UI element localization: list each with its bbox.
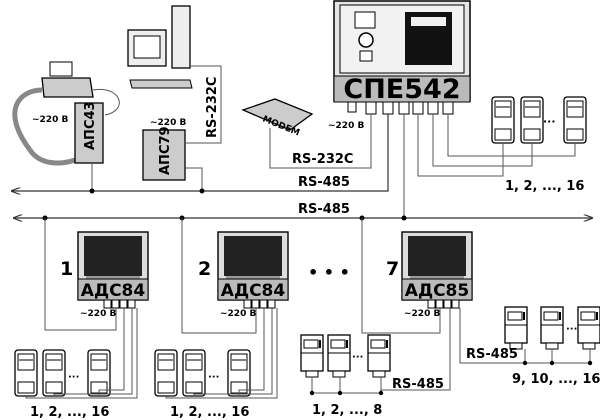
svg-text:1, 2, ..., 8: 1, 2, ..., 8 — [312, 403, 382, 418]
meter-icon — [491, 96, 515, 144]
modem: MODEM — [241, 98, 314, 138]
svg-text:АДС84: АДС84 — [81, 281, 146, 301]
svg-text:7: 7 — [386, 258, 399, 280]
svg-text:~220 В: ~220 В — [220, 309, 256, 319]
spe542-controller: СПЕ542 — [333, 0, 471, 115]
svg-text:1, 2, ..., 16: 1, 2, ..., 16 — [170, 405, 249, 420]
aps43-adapter — [74, 102, 104, 164]
meter-icon — [520, 96, 544, 144]
power-label: ~220 В — [32, 115, 68, 125]
meter-icon — [563, 96, 587, 144]
ads84-adapter-2: АДС84 2 ~220 В ··· 1, 2, ..., 16 — [154, 218, 289, 420]
svg-text:RS-485: RS-485 — [392, 377, 444, 392]
svg-text:2: 2 — [198, 258, 211, 280]
spe-meters-range: 1, 2, ..., 16 — [505, 179, 584, 194]
rs232-vertical-label: RS-232C — [205, 77, 220, 138]
svg-text:···: ··· — [566, 324, 577, 335]
ads84-adapter-1: АДС84 1 ~220 В ··· 1, 2, ..., 16 — [14, 218, 149, 420]
svg-text:RS-485: RS-485 — [466, 347, 518, 362]
svg-text:···: ··· — [68, 372, 79, 383]
rs485-upper-label: RS-485 — [298, 175, 350, 190]
svg-text:АПС43: АПС43 — [83, 101, 98, 150]
svg-text:1: 1 — [60, 258, 73, 280]
svg-text:АПС79: АПС79 — [158, 126, 173, 175]
power-label: ~220 В — [328, 121, 364, 131]
svg-text:~220 В: ~220 В — [80, 309, 116, 319]
svg-text:···: ··· — [352, 352, 363, 363]
controller-label: СПЕ542 — [343, 74, 460, 105]
svg-text:1, 2, ..., 16: 1, 2, ..., 16 — [30, 405, 109, 420]
printer-icon — [41, 61, 94, 98]
svg-text:АДС84: АДС84 — [221, 281, 286, 301]
rs232-modem-label: RS-232C — [292, 152, 353, 167]
svg-text:···: ··· — [208, 372, 219, 383]
svg-text:9, 10, ..., 16: 9, 10, ..., 16 — [512, 372, 600, 387]
power-label: ~220 В — [150, 118, 186, 128]
rs485-main-label: RS-485 — [298, 202, 350, 217]
svg-text:···: ··· — [543, 115, 556, 128]
rs485-upper-bus — [12, 114, 389, 191]
svg-text:~220 В: ~220 В — [404, 309, 440, 319]
computer-icon — [127, 5, 193, 89]
spe-meters: ··· 1, 2, ..., 16 — [417, 96, 587, 194]
svg-text:АДС85: АДС85 — [405, 281, 469, 301]
aps79-adapter — [142, 129, 186, 181]
ads85-adapter-7: АДС85 7 ~220 В ··· RS-485 1, 2, ..., 8 ·… — [300, 218, 600, 418]
ellipsis: • • • — [308, 263, 350, 282]
